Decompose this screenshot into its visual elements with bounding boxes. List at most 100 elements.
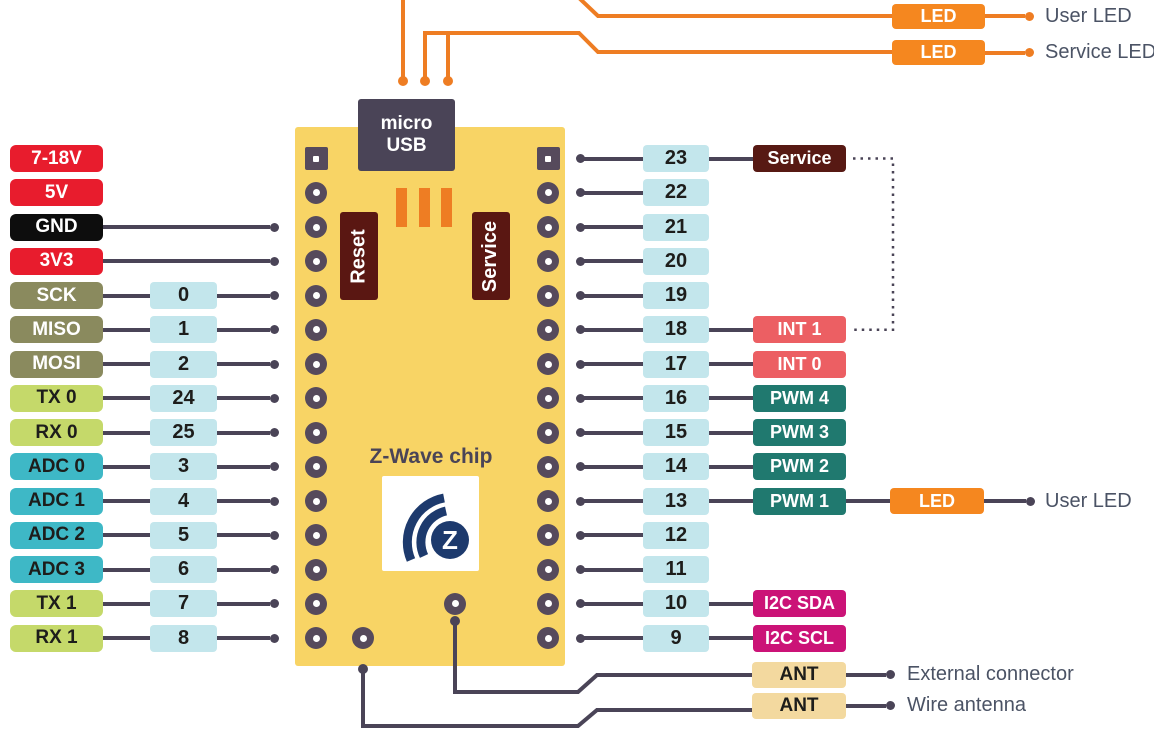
- pin-label: I2C SCL: [753, 624, 846, 652]
- pin-label: SCK: [10, 282, 103, 309]
- wire: [103, 225, 270, 229]
- wire: [103, 533, 150, 538]
- pin-hole: [536, 147, 560, 170]
- pin-hole: [305, 353, 327, 375]
- wire-dot: [270, 496, 279, 506]
- wire-dot: [575, 291, 585, 300]
- wire: [709, 464, 753, 469]
- pin-number: 8: [150, 624, 217, 652]
- wire: [217, 327, 270, 332]
- wire: [583, 636, 643, 640]
- pin-number: 23: [643, 145, 709, 172]
- wire: [583, 293, 643, 298]
- wire-dot: [270, 462, 279, 472]
- pin-hole: [305, 558, 327, 581]
- wire-dot: [270, 256, 279, 266]
- wire: [103, 499, 150, 503]
- pin-number: 1: [150, 316, 217, 344]
- wire: [103, 362, 150, 366]
- wire: [217, 430, 270, 435]
- wire: [583, 327, 643, 332]
- pin-number: 25: [150, 419, 217, 446]
- onboard-led-bar: [419, 188, 430, 227]
- pin-number: 22: [643, 179, 709, 207]
- pin-label: PWM 3: [753, 419, 846, 446]
- wire: [583, 499, 643, 503]
- pin-hole: [305, 592, 327, 615]
- service-int1-dotted-link: [853, 157, 895, 331]
- wire: [103, 396, 150, 401]
- pin-label: GND: [10, 213, 103, 241]
- wire-dot: [270, 222, 279, 232]
- wire: [217, 293, 270, 298]
- wire: [583, 567, 643, 572]
- pin-number: 4: [150, 487, 217, 515]
- pin-number: 17: [643, 350, 709, 378]
- led-box: LED: [892, 40, 985, 65]
- wire: [103, 567, 150, 572]
- pin-hole: [305, 455, 327, 478]
- pin-label: TX 1: [10, 590, 103, 618]
- wire-dot: [575, 222, 585, 232]
- wire-dot: [575, 325, 585, 335]
- board: micro USB Reset Service Z-Wave chip Z: [295, 99, 565, 666]
- pin-hole: [305, 318, 327, 341]
- wire: [846, 672, 886, 677]
- pin-label: MISO: [10, 316, 103, 344]
- wire: [709, 327, 753, 332]
- wire: [583, 601, 643, 606]
- wire-dot: [575, 428, 585, 437]
- wire-dot: [575, 633, 585, 643]
- wire: [583, 396, 643, 401]
- service-button: Service: [472, 212, 510, 300]
- pin-number: 2: [150, 350, 217, 378]
- wire-dot: [575, 256, 585, 266]
- pin-hole: [305, 181, 327, 204]
- led-annotation: User LED: [1045, 489, 1132, 512]
- antenna-annotation: External connector: [907, 663, 1074, 685]
- wire: [583, 225, 643, 229]
- pin-number: 10: [643, 590, 709, 618]
- pin-label: 5V: [10, 179, 103, 207]
- led-wire-dots: [398, 76, 453, 86]
- usb-label-line1: micro: [380, 113, 433, 134]
- onboard-led-bar: [396, 188, 407, 227]
- pin-number: 0: [150, 282, 217, 309]
- z-wave-chip: Z: [382, 476, 479, 571]
- pin-hole: [352, 627, 374, 649]
- wire: [217, 362, 270, 366]
- pin-hole: [537, 181, 559, 204]
- pin-label: INT 0: [753, 350, 846, 378]
- pin-number: 5: [150, 521, 217, 549]
- wire: [217, 396, 270, 401]
- wire: [709, 156, 753, 161]
- pin-hole: [305, 250, 327, 273]
- pin-label: 3V3: [10, 247, 103, 275]
- reset-button-label: Reset: [347, 228, 370, 284]
- pin-label: ADC 3: [10, 556, 103, 583]
- usb-label-line2: USB: [386, 135, 427, 156]
- pin-hole: [537, 627, 559, 649]
- wire-dot: [575, 393, 585, 403]
- wire: [583, 464, 643, 469]
- pin-hole: [305, 524, 327, 547]
- wire-dot: [270, 633, 279, 643]
- pin-number: 15: [643, 419, 709, 446]
- pin-hole: [305, 387, 327, 410]
- wire: [103, 430, 150, 435]
- pin-label: PWM 2: [753, 453, 846, 481]
- wire: [583, 430, 643, 435]
- wire-dot: [270, 291, 279, 300]
- pin-hole: [305, 627, 327, 649]
- pin-hole: [305, 490, 327, 512]
- pin-hole: [305, 216, 327, 238]
- pin-hole: [537, 284, 559, 307]
- pin-number: 20: [643, 247, 709, 275]
- pin-hole: [305, 284, 327, 307]
- wire-dot: [1025, 48, 1034, 57]
- reset-button: Reset: [340, 212, 378, 300]
- wire: [846, 499, 890, 503]
- pin-label: RX 0: [10, 419, 103, 446]
- pin-label: MOSI: [10, 350, 103, 378]
